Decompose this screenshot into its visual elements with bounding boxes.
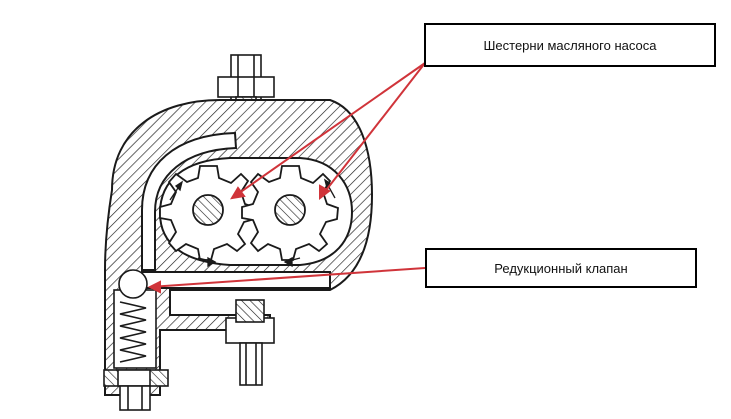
bottom-shaft: [225, 299, 275, 386]
gears-callout-label: Шестерни масляного насоса: [424, 23, 716, 67]
callout-arrows: [147, 62, 426, 294]
relief-valve: [103, 269, 169, 411]
valve-callout-label: Редукционный клапан: [425, 248, 697, 288]
left-gear: [159, 165, 257, 261]
